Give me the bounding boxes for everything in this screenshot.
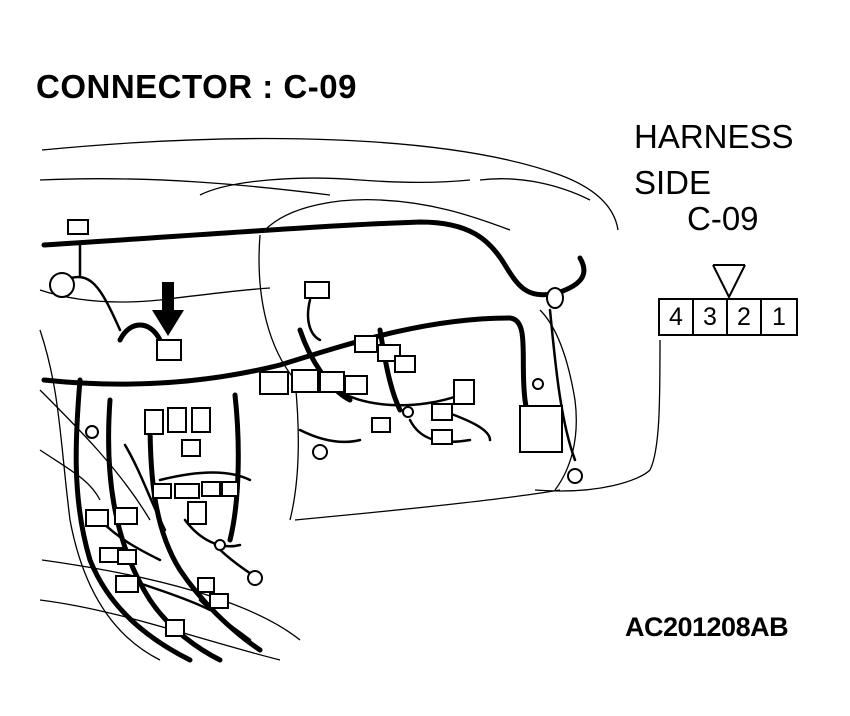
harness-label-line1: HARNESS [634,118,794,155]
connector-blocks [67,219,563,637]
connector-pin: 4 [660,300,694,334]
grommets [49,272,583,586]
connector-pin: 1 [772,302,786,331]
connector-key-icon [712,264,746,300]
connector-pin-face: 4 3 2 1 [658,298,798,336]
harness-label-line2: SIDE [634,164,712,201]
reference-code: AC201208AB [625,612,789,642]
connector-pin: 3 [694,300,728,334]
harness-side-label: HARNESS SIDE [634,114,794,206]
harness-connector-code: C-09 [687,200,759,237]
dashboard-outline [39,137,661,661]
connector-pin: 2 [728,300,762,334]
location-arrow-icon [152,282,184,336]
connector-title: CONNECTOR : C-09 [36,68,357,105]
